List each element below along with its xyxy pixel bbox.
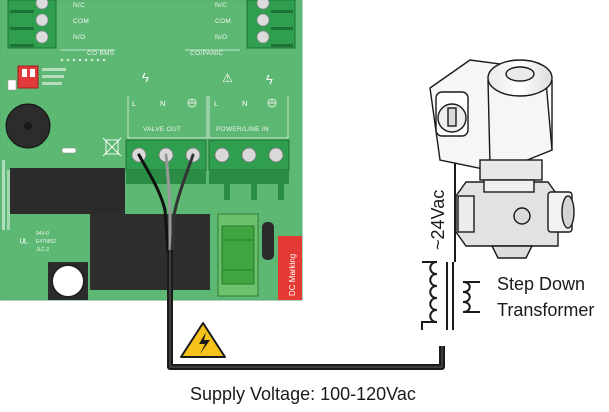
lightning-icon-left: ϟ xyxy=(142,70,149,85)
dip-switch xyxy=(7,65,39,91)
label-power-line-in: POWER/LINE IN xyxy=(216,126,269,133)
supply-voltage-label: Supply Voltage: 100-120Vac xyxy=(190,384,416,404)
relay-bottom xyxy=(90,214,210,290)
transformer-label-line2: Transformer xyxy=(497,300,594,320)
lightning-icon-right: ϟ xyxy=(266,72,273,87)
inductor xyxy=(262,222,274,260)
transformer-symbol xyxy=(421,140,480,330)
cert-text-1: 94V-0 xyxy=(36,231,49,237)
supply-cable xyxy=(167,250,445,370)
label-no-right: N/O xyxy=(215,34,227,41)
dc-marking-tag: DC Marking xyxy=(278,236,302,300)
status-led-row xyxy=(60,58,106,62)
terminal-block-co-bms xyxy=(7,0,57,49)
term-label-l-valve: L xyxy=(132,99,136,108)
pcb-side-text xyxy=(2,160,10,230)
label-com-right: COM xyxy=(215,18,231,25)
capacitor xyxy=(51,264,85,298)
ul-logo: ᵁᴸ xyxy=(20,238,28,249)
ground-icon-valve xyxy=(187,98,197,108)
warning-triangle-icon-small: ⚠ xyxy=(222,71,233,85)
label-nc-left: N/C xyxy=(73,2,85,9)
term-label-n-valve: N xyxy=(160,99,165,108)
terminal-block-co-panic xyxy=(246,0,296,49)
label-co-panic: CO/PANIC xyxy=(190,50,223,57)
secondary-voltage-label: ~24Vac xyxy=(428,190,448,250)
term-label-l-power: L xyxy=(214,99,218,108)
buzzer-center xyxy=(24,122,32,130)
control-board: N/C COM N/O N/C COM N/O CO BMS CO/PANIC xyxy=(0,0,303,301)
high-voltage-warning-icon xyxy=(180,322,226,358)
cert-text-2: E479892 xyxy=(36,239,56,245)
term-label-n-power: N xyxy=(242,99,247,108)
cert-text-3: JLC-2 xyxy=(36,247,50,253)
label-co-bms: CO BMS xyxy=(87,50,115,57)
label-valve-out: VALVE OUT xyxy=(143,126,181,133)
label-com-left: COM xyxy=(73,18,89,25)
label-nc-right: N/C xyxy=(215,2,227,9)
transformer-label-line1: Step Down xyxy=(497,274,585,294)
dc-marking-text: DC Marking xyxy=(288,254,297,296)
ground-icon-power xyxy=(267,98,277,108)
solenoid-valve xyxy=(429,59,575,259)
valve-wires xyxy=(137,153,195,254)
resistor xyxy=(61,147,77,154)
dip-legend xyxy=(42,68,66,85)
weee-bin-icon xyxy=(102,137,122,157)
fuse-holder xyxy=(217,213,259,297)
relay-top xyxy=(10,168,125,214)
terminal-block-power-in xyxy=(208,139,290,200)
label-no-left: N/O xyxy=(73,34,85,41)
